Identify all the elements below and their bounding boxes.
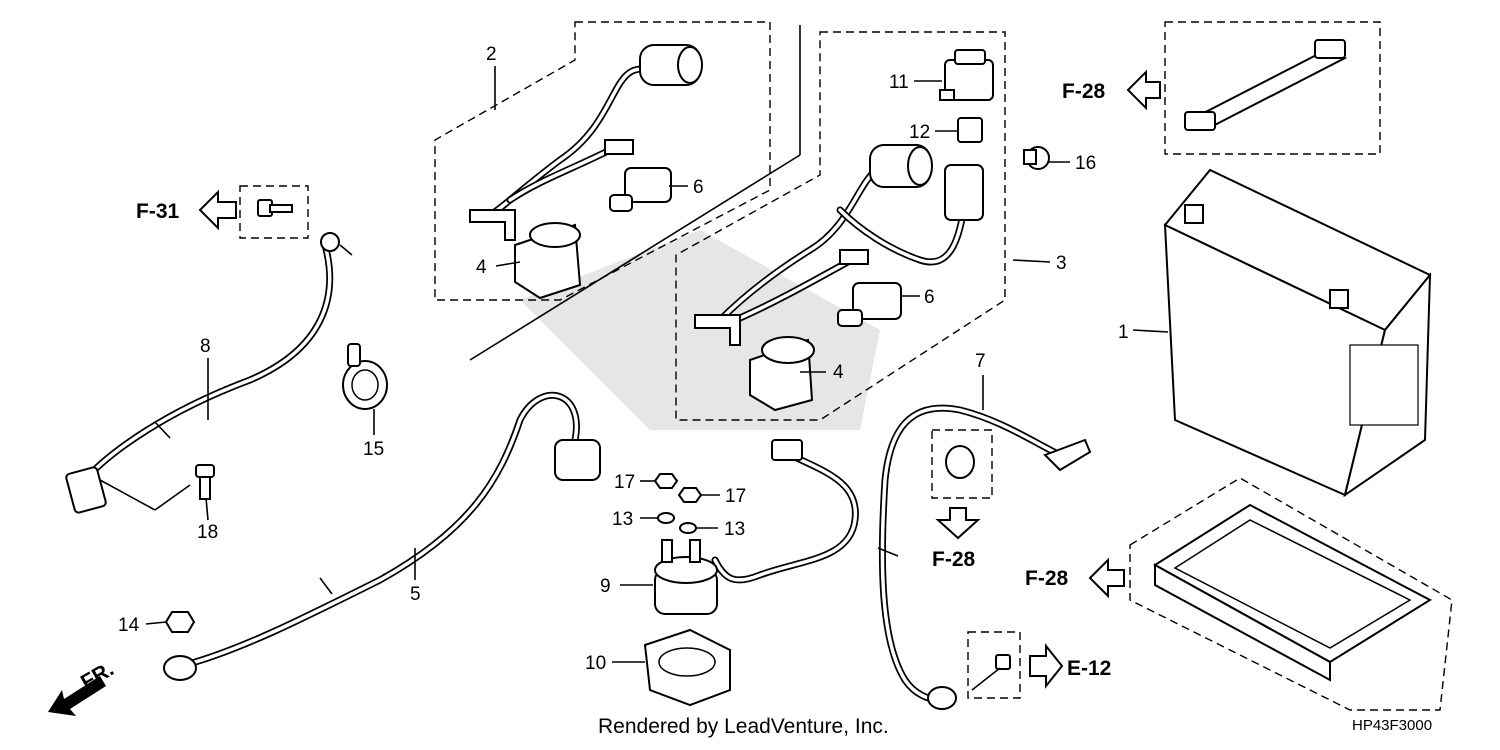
- harness-lower: [694, 144, 984, 346]
- callout-7: 7: [975, 351, 986, 372]
- f31-bolt-box: [239, 185, 353, 256]
- callout-10: 10: [585, 653, 606, 674]
- part-1-battery: [1163, 168, 1432, 498]
- callout-4-upper: 4: [476, 257, 487, 278]
- render-caption: Rendered by LeadVenture, Inc.: [598, 715, 889, 738]
- e12-bolt-box: [967, 631, 1021, 699]
- battery-strap-box: [1164, 21, 1381, 155]
- harness-upper: [469, 44, 703, 241]
- callout-16: 16: [1075, 153, 1096, 174]
- callout-6-lower: 6: [924, 287, 935, 308]
- ref-f31: F-31: [136, 200, 180, 223]
- part-4-lower: [749, 336, 815, 412]
- callouts: 1 2 3 4 4 5 6 6 7 8 9 10 11 12 13 13 14 …: [118, 44, 1129, 674]
- part-15-clamp: [342, 343, 388, 410]
- callout-8: 8: [200, 336, 211, 357]
- ref-f28-mid: F-28: [932, 548, 976, 571]
- part-6-lower: [837, 282, 902, 327]
- callout-13-left: 13: [612, 509, 633, 530]
- callout-14: 14: [118, 615, 140, 636]
- part-10-holder: [643, 628, 731, 707]
- callout-5: 5: [410, 584, 421, 605]
- f28-top-arrow: [1126, 69, 1161, 111]
- ref-f28-tray: F-28: [1025, 567, 1069, 590]
- part-8-cable: [65, 232, 340, 514]
- callout-11: 11: [889, 72, 909, 93]
- subassembly-2-box: [434, 21, 771, 301]
- callout-15: 15: [363, 439, 384, 460]
- leader-lines: [145, 66, 1169, 663]
- callout-17-left: 17: [614, 472, 635, 493]
- part-12-fuse: [957, 117, 983, 143]
- f28-tray-arrow: [1088, 557, 1125, 599]
- callout-12: 12: [909, 122, 930, 143]
- part-16-clip: [1023, 146, 1050, 170]
- callout-4-lower: 4: [833, 362, 844, 383]
- front-arrow-icon: [48, 676, 106, 716]
- callout-17-right: 17: [725, 486, 746, 507]
- callout-6-upper: 6: [693, 177, 704, 198]
- f31-arrow: [198, 189, 237, 231]
- diagram-code: HP43F3000: [1352, 717, 1432, 734]
- subassembly-3-box: [675, 31, 1006, 421]
- f28-mid-box: [931, 429, 993, 499]
- part-14-nut: [164, 611, 196, 633]
- part-9-solenoid: [654, 439, 859, 615]
- part-7-cable: [877, 404, 1092, 710]
- ref-f28-top: F-28: [1062, 80, 1106, 103]
- callout-3: 3: [1056, 253, 1067, 274]
- callout-9: 9: [600, 576, 611, 597]
- ref-e12: E-12: [1067, 657, 1111, 680]
- nuts-17-13: [653, 473, 703, 534]
- f28-mid-arrow: [935, 507, 981, 540]
- e12-arrow: [1029, 643, 1064, 689]
- callout-2: 2: [486, 44, 497, 65]
- part-11-relay: [939, 49, 994, 101]
- callout-1: 1: [1118, 322, 1129, 343]
- callout-13-right: 13: [724, 519, 745, 540]
- part-18-bolt: [195, 464, 215, 500]
- reference-labels: F-31 F-28 F-28 F-28 E-12 FR.: [77, 80, 1111, 694]
- divider-lines: [469, 25, 801, 361]
- battery-tray-box: [1129, 477, 1453, 711]
- part-4-upper: [514, 222, 582, 300]
- callout-18: 18: [197, 522, 218, 543]
- part-5-cable: [163, 391, 601, 681]
- part-6-upper: [609, 167, 672, 212]
